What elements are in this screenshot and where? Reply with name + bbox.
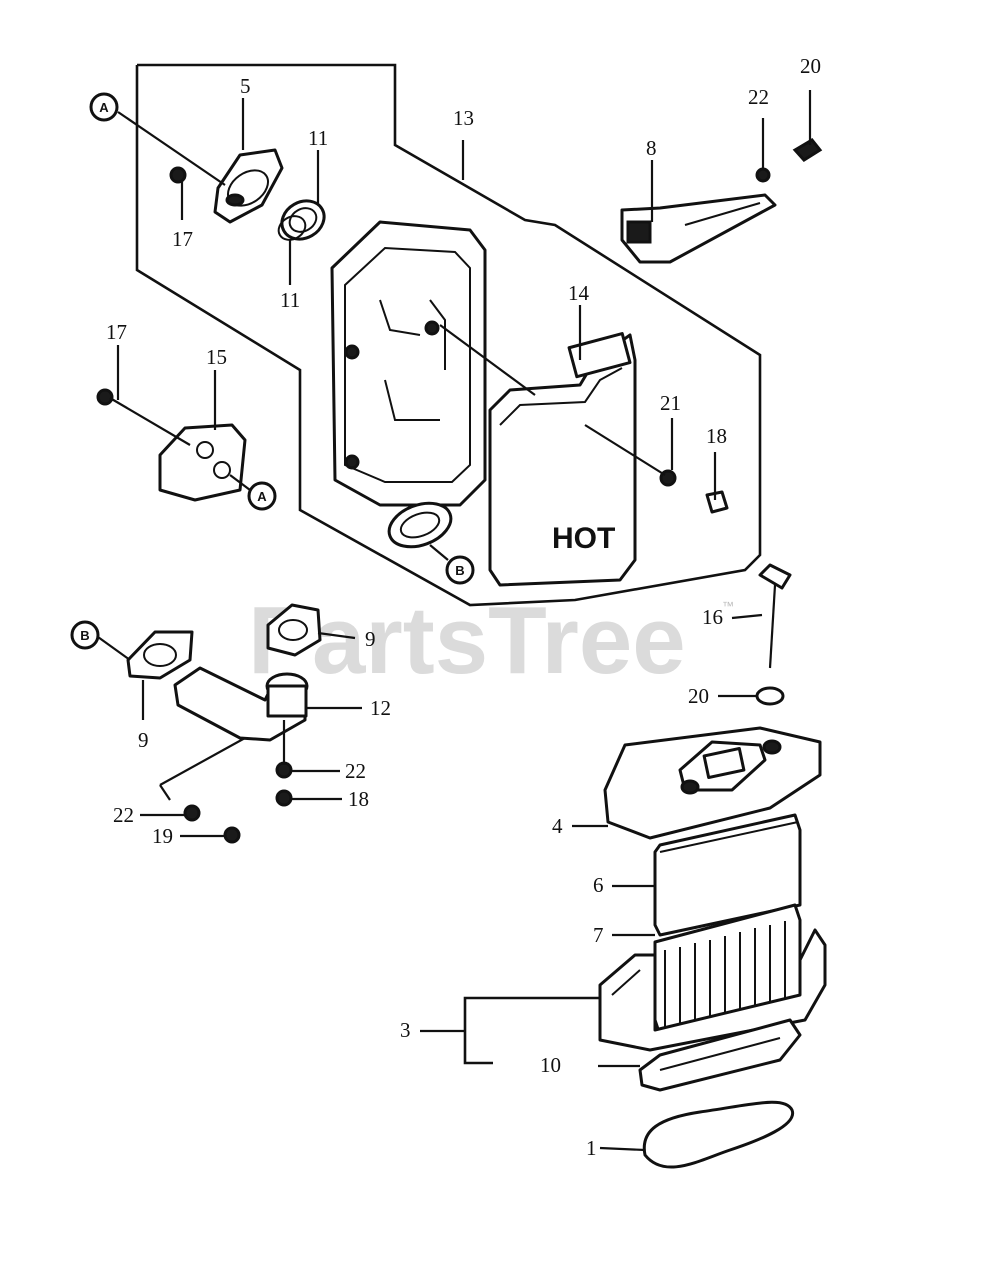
part-number-17-right: 18: [706, 424, 727, 448]
exhaust-flange-part: [213, 148, 284, 224]
callout-B-gasket: B: [70, 620, 100, 650]
part-number-17-left: 17: [106, 320, 127, 344]
washer-part-22-top: [755, 167, 771, 183]
washer-part-18: [755, 686, 785, 706]
part-number-20-mid: 18: [348, 787, 369, 811]
part-number-21: 21: [660, 391, 681, 415]
part-number-8: 8: [646, 136, 657, 160]
callout-B-muffler: B: [445, 555, 475, 585]
leader-lines: [97, 90, 812, 1152]
part-number-14: 14: [568, 281, 590, 305]
air-cleaner-bracket: [463, 996, 605, 1065]
seal-ring-part: [642, 1100, 795, 1169]
nut-part-20-left: [223, 826, 241, 844]
muffler-gasket-part: [387, 501, 453, 549]
gasket-part-9-upper: [266, 603, 322, 657]
bolt-part-17-right: [705, 490, 729, 514]
bolt-part-19: [792, 138, 823, 162]
part-number-22-left: 22: [113, 803, 134, 827]
side-bracket-part: [158, 423, 247, 502]
nut-part-20-mid: [275, 789, 293, 807]
gasket-part-9-lower: [126, 630, 194, 680]
air-cleaner-base-part: [598, 928, 827, 1052]
muffler-group-boundary: [135, 63, 762, 607]
part-number-3: 3: [400, 1018, 411, 1042]
svg-text:A: A: [257, 489, 267, 504]
svg-text:B: B: [80, 628, 89, 643]
part-number-17-top: 17: [172, 227, 193, 251]
part-number-4: 4: [552, 814, 563, 838]
part-number-11-bottom: 11: [280, 288, 300, 312]
callout-A-bracket: A: [247, 481, 277, 511]
spark-arrestor-part: [277, 199, 326, 241]
callout-A-top: A: [89, 92, 119, 122]
part-number-5: 5: [240, 74, 251, 98]
watermark-trademark: ™: [722, 599, 734, 613]
svg-text:B: B: [455, 563, 464, 578]
part-number-13: 13: [453, 106, 474, 130]
part-number-22-top: 22: [748, 85, 769, 109]
part-number-22-mid: 22: [345, 759, 366, 783]
part-number-6: 6: [593, 873, 604, 897]
part-number-19: 20: [800, 54, 821, 78]
nut-part-22-left: [183, 804, 201, 822]
part-number-16: 16: [702, 605, 723, 629]
wing-bolt-part: [758, 563, 792, 669]
exhaust-pipe-part: [159, 666, 309, 801]
part-number-18: 20: [688, 684, 709, 708]
air-cleaner-cover-part: [603, 726, 822, 840]
part-number-20-left: 19: [152, 824, 173, 848]
part-number-11-top: 11: [308, 126, 328, 150]
part-number-9-lower: 9: [138, 728, 149, 752]
foam-element-part: [653, 813, 802, 937]
heat-shield-part: HOT: [488, 332, 637, 587]
part-number-10: 10: [540, 1053, 561, 1077]
muffler-bracket-part: [620, 193, 777, 264]
muffler-body-part: [330, 220, 487, 507]
part-number-12: 12: [370, 696, 391, 720]
bolt-part-top: [169, 166, 187, 220]
part-number-1: 1: [586, 1136, 597, 1160]
heat-shield-stencil: HOT: [552, 522, 615, 555]
part-number-7: 7: [593, 923, 604, 947]
nut-part-22-mid: [275, 761, 293, 779]
part-number-9-upper: 9: [365, 627, 376, 651]
base-gasket-part: [638, 1018, 802, 1092]
bolt-part-17-left: [96, 388, 114, 406]
part-number-15: 15: [206, 345, 227, 369]
svg-text:A: A: [99, 100, 109, 115]
